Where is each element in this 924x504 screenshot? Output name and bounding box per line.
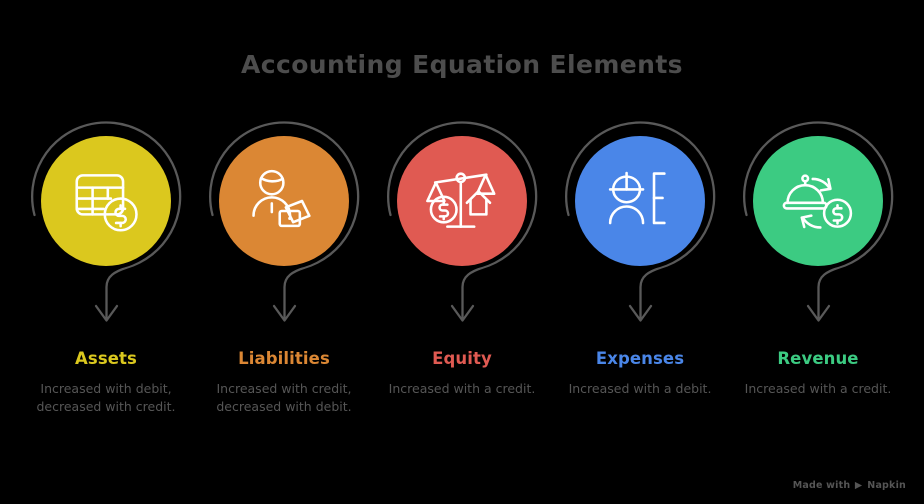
element-circle-liabilities[interactable] <box>219 136 349 266</box>
element-column-expenses: Expenses Increased with a debit. <box>556 120 724 480</box>
element-description: Increased with a credit. <box>744 381 892 397</box>
element-node-expenses[interactable] <box>556 120 724 340</box>
element-label: Liabilities <box>238 349 330 368</box>
element-column-assets: Assets Increased with debit, decreased w… <box>22 120 190 480</box>
element-description: Increased with a debit. <box>568 381 712 397</box>
element-circle-revenue[interactable] <box>753 136 883 266</box>
element-column-liabilities: Liabilities Increased with credit, decre… <box>200 120 368 480</box>
element-node-liabilities[interactable] <box>200 120 368 340</box>
person-cash-icon <box>245 162 323 240</box>
watermark-brand: Napkin <box>867 480 906 491</box>
element-circle-expenses[interactable] <box>575 136 705 266</box>
elements-row: Assets Increased with debit, decreased w… <box>0 120 924 480</box>
element-node-assets[interactable] <box>22 120 190 340</box>
element-column-revenue: Revenue Increased with a credit. <box>734 120 902 480</box>
worker-helmet-icon <box>601 162 679 240</box>
element-label: Revenue <box>777 349 859 368</box>
element-label: Equity <box>432 349 492 368</box>
element-circle-assets[interactable] <box>41 136 171 266</box>
element-column-equity: Equity Increased with a credit. <box>378 120 546 480</box>
element-node-revenue[interactable] <box>734 120 902 340</box>
element-label: Expenses <box>595 349 685 368</box>
napkin-watermark: Made with Napkin <box>793 480 906 491</box>
table-dollar-icon <box>67 162 145 240</box>
element-description: Increased with debit, decreased with cre… <box>36 381 176 415</box>
napkin-play-icon <box>854 481 863 490</box>
element-description: Increased with a credit. <box>388 381 536 397</box>
watermark-prefix: Made with <box>792 480 851 491</box>
element-circle-equity[interactable] <box>397 136 527 266</box>
balance-scale-icon <box>423 162 501 240</box>
element-description: Increased with credit, decreased with de… <box>216 381 352 415</box>
service-dome-dollar-icon <box>779 162 857 240</box>
element-label: Assets <box>75 349 137 368</box>
page-title: Accounting Equation Elements <box>241 50 683 79</box>
element-node-equity[interactable] <box>378 120 546 340</box>
